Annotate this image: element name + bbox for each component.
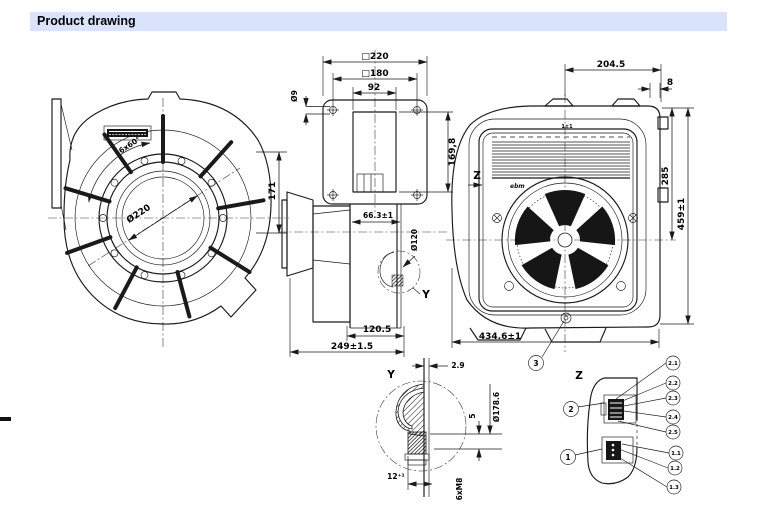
- side-view: Y □220 □180 92 Ø9 169,8 66.3±1 Ø120: [278, 50, 458, 357]
- connector-panel-outline: [586, 377, 638, 485]
- section-title: Product drawing: [37, 14, 136, 28]
- dim-depth-total: 249±1.5: [331, 342, 373, 352]
- housing-inner-edge: [468, 118, 647, 316]
- dim-width-total: 434.6±1: [479, 332, 521, 342]
- pin-callout: 1.1: [671, 451, 681, 457]
- detail-y-boundary: [375, 380, 467, 472]
- dim-axis-offset: 66.3±1: [363, 211, 393, 220]
- dim-line-inlet-diameter: [128, 195, 198, 241]
- dim-step: 5: [468, 413, 477, 418]
- callout-2-label: 2: [568, 405, 573, 414]
- impeller: [501, 176, 629, 304]
- bracket-join-bottom: [60, 204, 67, 231]
- motor-and-housing-profile: [281, 191, 402, 329]
- dim-gap: 2.9: [451, 361, 464, 370]
- pin-callout: 2.4: [668, 415, 678, 421]
- nameplate: [103, 125, 152, 141]
- mounting-bracket: [51, 98, 62, 209]
- flange-opening: [352, 111, 397, 193]
- section-profile: [395, 383, 430, 466]
- panel-screws: [492, 213, 638, 291]
- detail-marker-y: Y: [421, 289, 430, 301]
- pin-callouts: 2.1 2.2 2.3 2.4 2.5 1.1 1.2 1.3: [665, 355, 684, 495]
- connector-upper: [600, 394, 637, 424]
- back-panel-inner: [482, 132, 634, 308]
- brand-logo-text: ebm: [510, 183, 525, 190]
- front-view: Ø220 6x60° 171: [48, 91, 289, 348]
- impeller-blades: [514, 189, 616, 290]
- terminal-box: [356, 173, 384, 193]
- flange-holes: [327, 104, 423, 201]
- dim-edge: 8: [667, 78, 673, 88]
- dim-spoke-angle: 6x60°: [117, 134, 142, 155]
- dim-flange-outer: □220: [361, 52, 388, 62]
- housing-outline: [451, 105, 661, 329]
- inlet-rings: [98, 153, 228, 283]
- detail-z: Z 2: [560, 355, 684, 495]
- dim-thread: 6xM8: [455, 478, 464, 501]
- dim-depth: 12⁺¹: [387, 472, 405, 481]
- callout-connector-1: 1: [560, 448, 603, 465]
- detail-y: Y 2.9 Ø178.6 5 12⁺¹ 6xM8: [375, 358, 502, 501]
- inlet-spokes: [63, 114, 266, 319]
- dim-hole-pitch: □180: [361, 69, 388, 79]
- dim-width-center-to-edge: 204.5: [597, 60, 625, 70]
- dim-top-small: 1±1: [561, 124, 573, 130]
- callout-connector-2: 2: [563, 401, 605, 417]
- leader-outlet-diameter: [402, 255, 416, 268]
- dim-height-center: 285: [661, 167, 671, 186]
- scroll-housing-outline: [63, 91, 272, 325]
- callout-1-label: 1: [565, 453, 570, 462]
- callout-3: 3: [528, 320, 565, 371]
- dim-opening-width: 92: [368, 83, 381, 93]
- dim-depth-partial: 120.5: [363, 325, 391, 335]
- dim-height: 171: [268, 182, 278, 201]
- detail-y-label: Y: [386, 369, 395, 381]
- connector-lower: [601, 436, 634, 464]
- dim-height-total: 459±1: [677, 198, 687, 231]
- pin-callout: 2.2: [668, 381, 678, 387]
- dim-inlet-diameter: Ø220: [125, 202, 153, 226]
- pin-callout: 2.1: [668, 361, 678, 367]
- dim-opening-height: 169,8: [448, 138, 458, 166]
- margin-tick: [0, 417, 11, 421]
- pin-callout: 2.3: [668, 396, 678, 402]
- dim-ring-diameter: Ø178.6: [492, 392, 501, 422]
- view-marker-z-label: Z: [473, 170, 481, 182]
- detail-z-label: Z: [575, 370, 583, 382]
- dim-outlet-diameter: Ø120: [410, 229, 419, 251]
- dim-arc-spoke-angle: [87, 141, 151, 203]
- view-marker-z: Z: [468, 170, 483, 188]
- cooling-fins: [492, 136, 630, 179]
- dim-hole-diameter: Ø9: [290, 90, 299, 102]
- flange-plate: [322, 99, 428, 205]
- section-header: Product drawing: [30, 12, 727, 31]
- pin-leaders: [614, 362, 670, 488]
- pin-callout: 1.2: [670, 466, 680, 472]
- pin-callout: 2.5: [668, 430, 678, 436]
- detail-y-target: Y: [377, 250, 430, 301]
- back-view: ebm Z 204.5 8 1±1 285 459±1 434.6±1: [446, 60, 694, 371]
- pin-callout: 1.3: [669, 485, 679, 491]
- bracket-join-top: [60, 103, 73, 151]
- callout-3-label: 3: [533, 359, 538, 368]
